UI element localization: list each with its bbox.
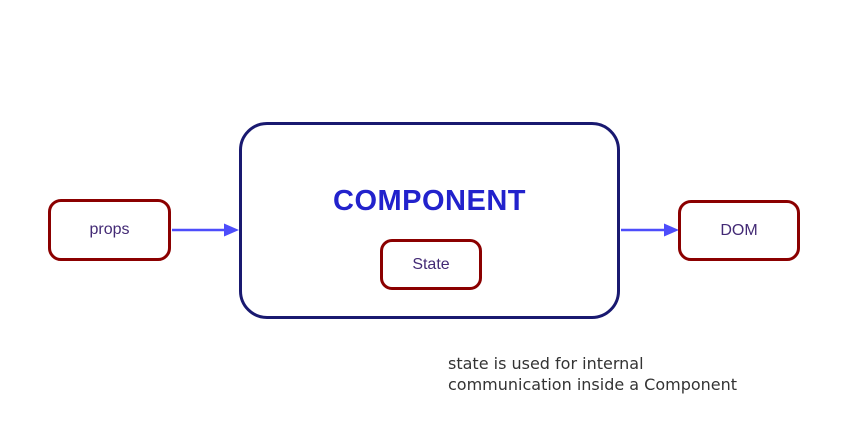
dom-node-label: DOM: [720, 221, 758, 239]
caption-line-2: communication inside a Component: [448, 375, 738, 394]
component-box: COMPONENT State: [239, 122, 620, 319]
props-node-label: props: [89, 221, 130, 238]
state-node-label: State: [412, 255, 450, 273]
caption: state is used for internal communication…: [448, 353, 737, 395]
props-to-component-arrow: [172, 223, 239, 237]
state-node: State: [380, 239, 482, 290]
caption-line-1: state is used for internal: [448, 354, 644, 373]
dom-node: DOM: [678, 200, 800, 261]
component-to-dom-arrow: [621, 223, 679, 237]
props-node: props: [48, 199, 171, 261]
component-title: COMPONENT: [333, 185, 526, 217]
